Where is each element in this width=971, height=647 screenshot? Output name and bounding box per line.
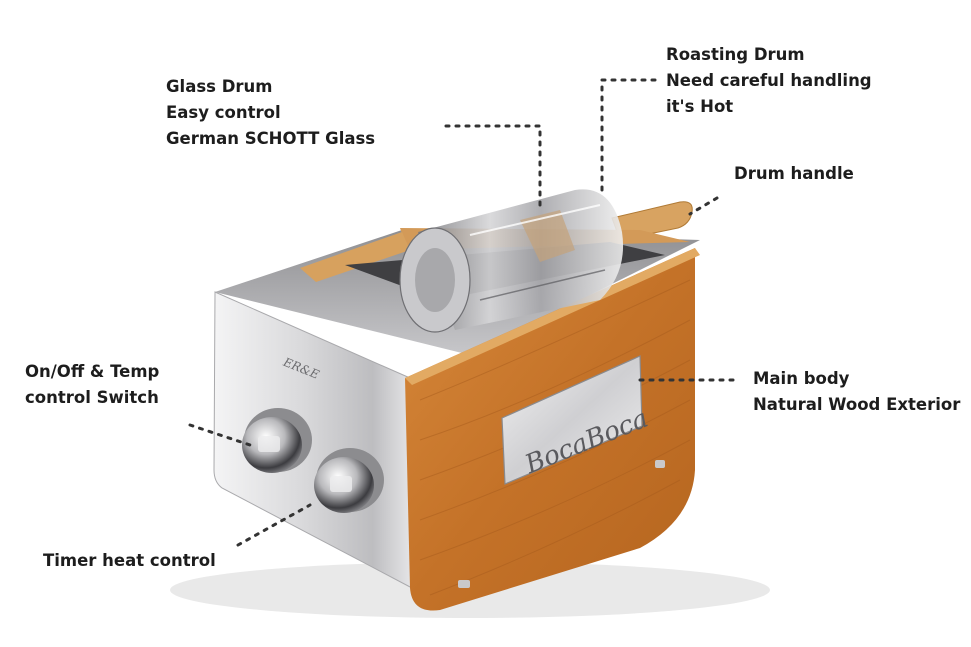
front-foot [458,580,470,588]
left-wood-strip [300,232,410,282]
body-front-steel [213,291,413,589]
leader-lines [188,78,740,547]
rear-foot [655,460,665,468]
callout-drum-handle: Drum handle [734,161,854,187]
glass-drum [399,189,624,333]
callout-glass-drum: Glass Drum Easy control German SCHOTT Gl… [166,74,375,152]
callout-roasting-drum-line-3: it's Hot [666,97,734,116]
callout-timer-line-1: Timer heat control [43,551,216,570]
callout-main-body: Main body Natural Wood Exterior [753,366,960,418]
callout-main-body-line-2: Natural Wood Exterior [753,395,961,414]
wood-grain [419,279,691,596]
nameplate [501,355,643,485]
callout-roasting-drum-line-1: Roasting Drum [666,45,805,64]
callout-switch-line-2: control Switch [25,388,159,407]
callout-glass-drum-line-3: German SCHOTT Glass [166,129,376,148]
on-off-temp-knob [242,408,312,473]
callout-roasting-drum: Roasting Drum Need careful handling it's… [666,42,872,120]
callout-glass-drum-line-2: Easy control [166,103,281,122]
wood-top-edge [405,248,700,385]
leader-roasting-drum [600,78,657,192]
leader-timer [236,503,312,547]
callout-main-body-line-1: Main body [753,369,850,388]
callout-glass-drum-line-1: Glass Drum [166,77,273,96]
leader-glass-drum [444,124,542,214]
timer-heat-knob [314,448,384,513]
callout-roasting-drum-line-2: Need careful handling [666,71,872,90]
callout-drum-handle-line-1: Drum handle [734,164,854,183]
callout-switch-line-1: On/Off & Temp [25,362,160,381]
callout-timer: Timer heat control [43,548,216,574]
leader-drum-handle [688,196,719,216]
leader-switch [188,423,252,447]
callout-switch: On/Off & Temp control Switch [25,359,159,411]
